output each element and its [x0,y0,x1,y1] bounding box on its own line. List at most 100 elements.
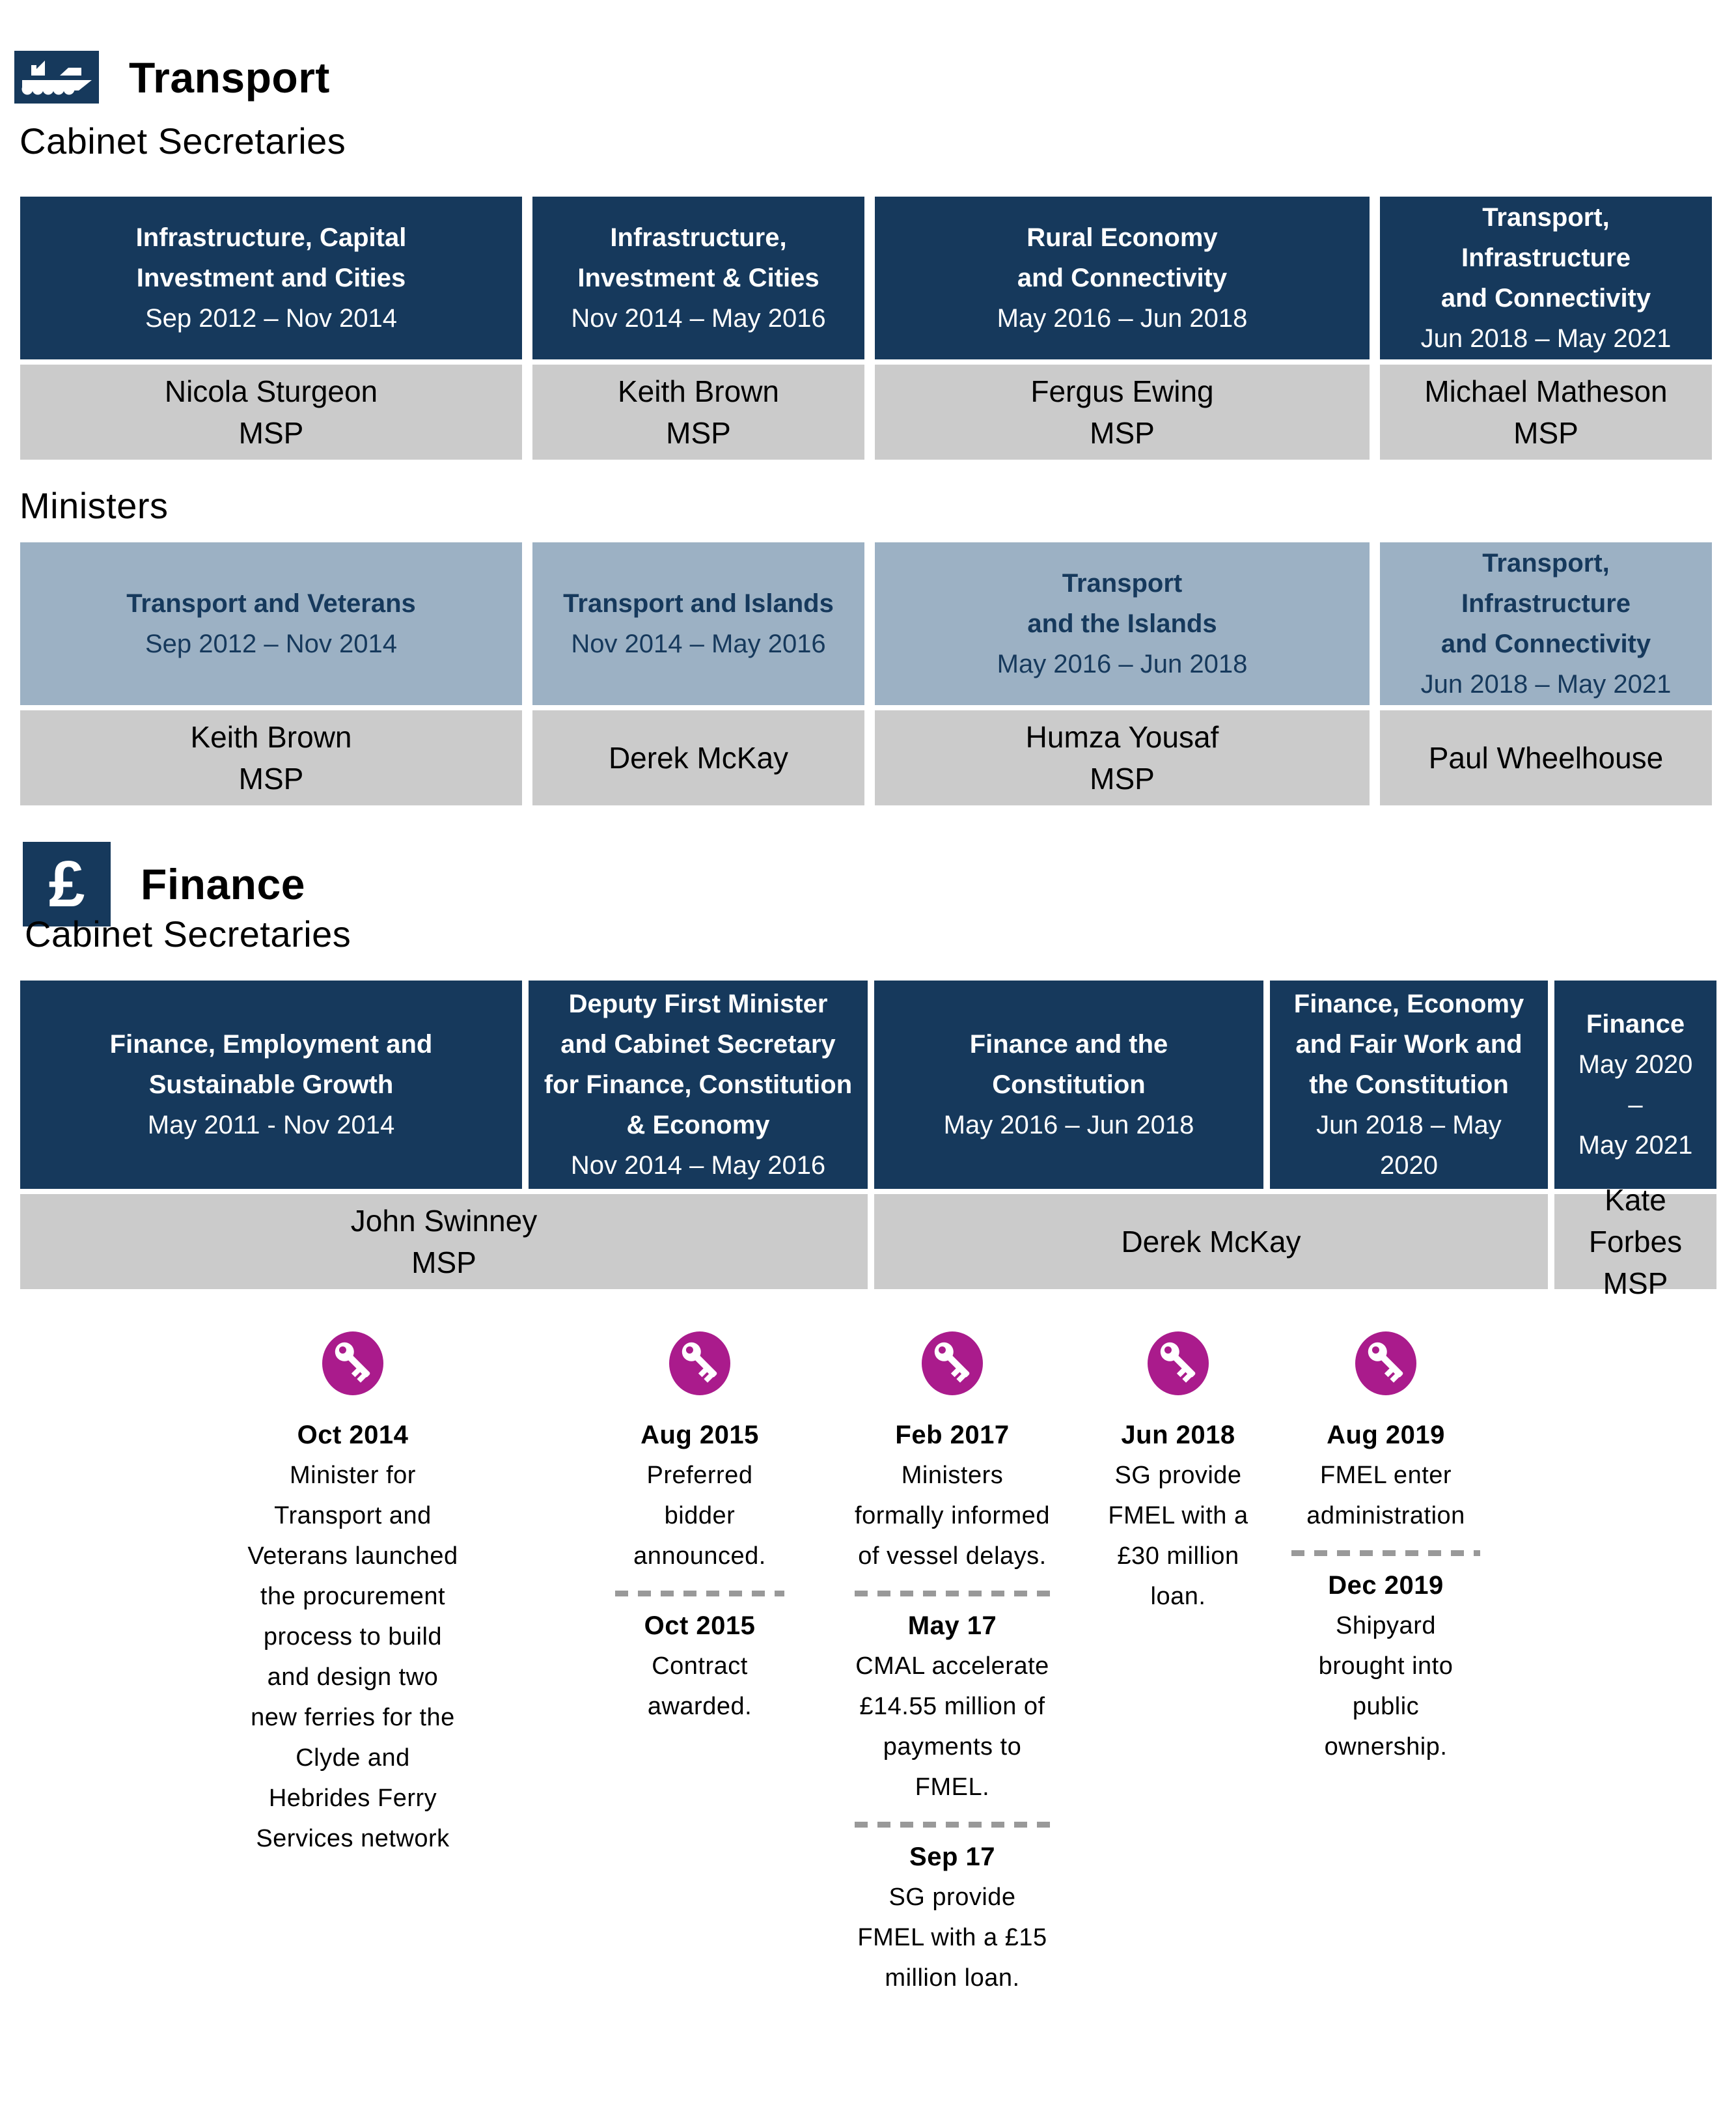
event-text: Shipyard brought into public ownership. [1318,1612,1454,1761]
transport-cabinet-header-row: Infrastructure, Capital Investment and C… [20,197,1712,359]
timeline-event: Aug 2015 Preferred bidder announced. [615,1415,784,1576]
finance-cabinet-label: Cabinet Secretaries [25,913,351,954]
role-dates: Nov 2014 – May 2016 [570,1151,826,1180]
person-cell: John Swinney MSP [20,1194,868,1289]
finance-section-title: Finance [141,860,305,908]
minister-role-cell: Transport and the Islands May 2016 – Jun… [875,542,1370,705]
event-text: Contract awarded. [647,1652,752,1720]
transport-section-header: Transport [14,51,330,104]
timeline-column: Jun 2018 SG provide FMEL with a £30 mill… [1098,1331,1258,1617]
role-title: Infrastructure, Investment & Cities [577,223,820,292]
event-date: Jun 2018 [1121,1421,1235,1449]
event-text: Preferred bidder announced. [633,1462,766,1570]
pound-symbol: £ [48,848,85,921]
cabinet-role-cell: Finance, Employment and Sustainable Grow… [20,981,522,1189]
role-dates: Jun 2018 – May 2021 [1420,324,1672,353]
dashed-separator [855,1822,1050,1828]
person-cell: Humza Yousaf MSP [875,710,1370,805]
cabinet-role-cell: Transport, Infrastructure and Connectivi… [1380,197,1712,359]
role-dates: Nov 2014 – May 2016 [571,630,826,658]
event-date: Dec 2019 [1328,1571,1444,1600]
person-name: Fergus Ewing [1030,374,1214,408]
timeline-column: Feb 2017 Ministers formally informed of … [855,1331,1050,1998]
transport-ministers-header-row: Transport and Veterans Sep 2012 – Nov 20… [20,542,1712,705]
person-name: Derek McKay [608,741,789,775]
person-name: Derek McKay [1121,1225,1301,1259]
event-text: SG provide FMEL with a £15 million loan. [857,1884,1047,1992]
transport-section-title: Transport [129,53,330,102]
person-name: Keith Brown [617,374,779,408]
dashed-separator [1291,1550,1480,1556]
person-cell: Paul Wheelhouse [1380,710,1712,805]
role-dates: May 2016 – Jun 2018 [997,650,1248,678]
timeline-event: Aug 2019 FMEL enter administration [1291,1415,1480,1536]
minister-role-cell: Transport and Veterans Sep 2012 – Nov 20… [20,542,522,705]
person-name: Keith Brown [190,720,352,754]
role-title: Transport and Islands [563,589,834,618]
event-date: Aug 2019 [1327,1421,1445,1449]
timeline-event: Oct 2014 Minister for Transport and Vete… [242,1415,463,1859]
timeline-event: Dec 2019 Shipyard brought into public ow… [1291,1565,1480,1767]
role-dates: Sep 2012 – Nov 2014 [145,304,397,333]
key-icon [1355,1331,1416,1395]
role-dates: Jun 2018 – May 2020 [1316,1111,1502,1180]
transport-ministers-name-row: Keith Brown MSP Derek McKay Humza Yousaf… [20,710,1712,805]
key-icon [922,1331,983,1395]
event-date: May 17 [907,1611,997,1640]
pound-icon: £ [23,842,111,926]
role-dates: Sep 2012 – Nov 2014 [145,630,397,658]
timeline-column: Aug 2015 Preferred bidder announced. Oct… [615,1331,784,1727]
transport-ministers-label: Ministers [20,485,169,526]
person-suffix: MSP [1603,1266,1668,1300]
event-date: Aug 2015 [641,1421,759,1449]
person-suffix: MSP [666,416,731,450]
role-dates: May 2016 – Jun 2018 [997,304,1248,333]
person-name: Paul Wheelhouse [1428,741,1664,775]
cabinet-role-cell: Finance, Economy and Fair Work and the C… [1270,981,1548,1189]
timeline-event: Feb 2017 Ministers formally informed of … [855,1415,1050,1576]
event-date: Oct 2015 [644,1611,756,1640]
finance-cabinet-header-row: Finance, Employment and Sustainable Grow… [20,981,1716,1189]
role-title: Transport, Infrastructure and Connectivi… [1440,203,1651,313]
minister-role-cell: Transport and Islands Nov 2014 – May 201… [532,542,864,705]
event-text: SG provide FMEL with a £30 million loan. [1108,1462,1248,1610]
role-title: Finance and the Constitution [969,1030,1168,1099]
person-cell: Fergus Ewing MSP [875,365,1370,460]
minister-role-cell: Transport, Infrastructure and Connectivi… [1380,542,1712,705]
key-icon [1148,1331,1209,1395]
person-name: Nicola Sturgeon [164,374,378,408]
role-title: Transport and Veterans [126,589,416,618]
role-title: Transport, Infrastructure and Connectivi… [1440,549,1651,658]
dashed-separator [855,1591,1050,1596]
role-title: Deputy First Minister and Cabinet Secret… [544,990,853,1139]
timeline-event: Oct 2015 Contract awarded. [615,1606,784,1727]
person-name: Kate Forbes [1588,1183,1683,1259]
finance-name-row: John Swinney MSP Derek McKay Kate Forbes… [20,1183,1716,1300]
role-title: Infrastructure, Capital Investment and C… [135,223,407,292]
role-dates: Jun 2018 – May 2021 [1420,670,1672,699]
person-cell: Keith Brown MSP [532,365,864,460]
person-cell: Michael Matheson MSP [1380,365,1712,460]
event-date: Sep 17 [909,1843,995,1871]
person-cell: Keith Brown MSP [20,710,522,805]
person-name: John Swinney [350,1204,538,1238]
cabinet-role-cell: Finance May 2020 – May 2021 [1554,981,1716,1189]
person-cell: Nicola Sturgeon MSP [20,365,522,460]
cabinet-role-cell: Infrastructure, Investment & Cities Nov … [532,197,864,359]
cabinet-role-cell: Finance and the Constitution May 2016 – … [874,981,1263,1189]
role-dates: May 2020 – May 2021 [1578,1050,1693,1160]
person-cell: Derek McKay [874,1194,1548,1289]
role-dates: May 2016 – Jun 2018 [943,1111,1194,1139]
event-text: Ministers formally informed of vessel de… [855,1462,1050,1570]
transport-cabinet-label: Cabinet Secretaries [20,120,346,161]
transport-cabinet-name-row: Nicola Sturgeon MSP Keith Brown MSP Ferg… [20,365,1712,460]
person-suffix: MSP [1513,416,1578,450]
role-dates: Nov 2014 – May 2016 [571,304,826,333]
cabinet-role-cell: Deputy First Minister and Cabinet Secret… [529,981,868,1189]
person-cell: Derek McKay [532,710,864,805]
person-name: Michael Matheson [1424,374,1668,408]
timeline-event: Jun 2018 SG provide FMEL with a £30 mill… [1098,1415,1258,1617]
ferry-icon [14,51,99,104]
person-suffix: MSP [238,416,304,450]
